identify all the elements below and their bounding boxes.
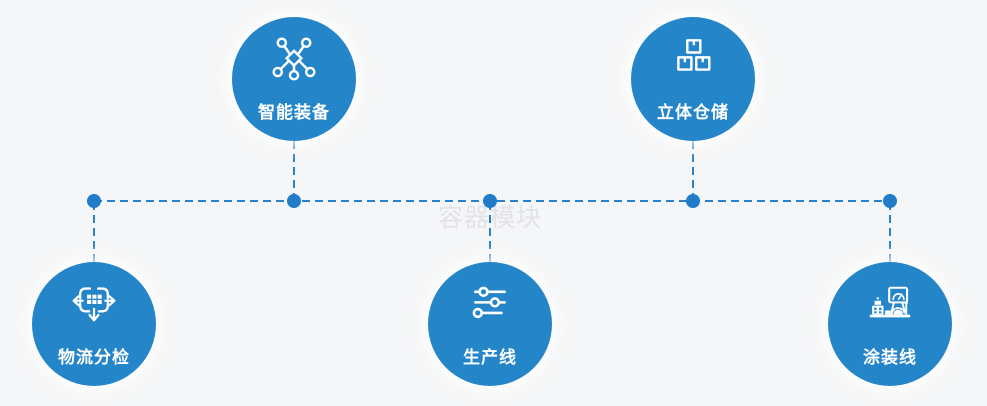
node-label: 涂装线 xyxy=(863,348,917,367)
connector-vertical-smart-equipment xyxy=(293,141,295,201)
node-label: 智能装备 xyxy=(258,103,330,122)
node-logistics-sorting: 物流分检 xyxy=(32,262,156,386)
connector-vertical-production-line xyxy=(489,202,491,262)
node-coating-line: 涂装线 xyxy=(828,262,952,386)
stacked-boxes-icon xyxy=(677,39,711,71)
junction-dot-right xyxy=(883,194,897,208)
node-stereo-warehouse: 立体仓储 xyxy=(631,17,755,141)
junction-dot-center xyxy=(483,194,497,208)
connector-vertical-logistics-sorting xyxy=(93,202,95,262)
sorting-arrows-icon xyxy=(72,287,116,322)
node-smart-equipment: 智能装备 xyxy=(232,17,356,141)
junction-dot-smart-equipment xyxy=(287,194,301,208)
node-label: 立体仓储 xyxy=(657,103,729,122)
network-nodes-icon xyxy=(272,37,316,81)
sliders-icon xyxy=(472,286,506,319)
connector-vertical-coating-line xyxy=(889,202,891,262)
junction-dot-left xyxy=(87,194,101,208)
node-production-line: 生产线 xyxy=(428,262,552,386)
production-machine-icon xyxy=(869,286,911,318)
junction-dot-stereo-warehouse xyxy=(686,194,700,208)
node-label: 生产线 xyxy=(463,348,517,367)
connector-vertical-stereo-warehouse xyxy=(692,141,694,201)
node-label: 物流分检 xyxy=(58,348,130,367)
